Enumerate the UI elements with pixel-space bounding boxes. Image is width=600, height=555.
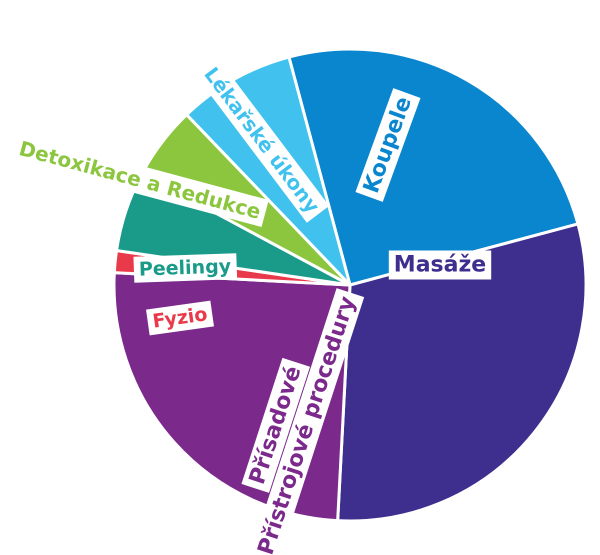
pie-label-fyzio: Fyzio xyxy=(146,300,214,336)
pie-label-box xyxy=(11,132,269,228)
pie-label-box xyxy=(241,357,311,493)
pie-label-peelingy: Peelingy xyxy=(133,253,238,283)
pie-label-box xyxy=(388,250,492,280)
pie-label-text: Masáže xyxy=(394,253,486,278)
pie-label-box xyxy=(194,57,330,223)
pie-label-masaze: Masáže xyxy=(388,250,492,280)
pie-label-text: Peelingy xyxy=(139,255,233,280)
pie-label-box xyxy=(133,253,238,283)
pie-label-box xyxy=(244,288,365,555)
pie-slice-koupele xyxy=(287,47,580,287)
pie-label-box xyxy=(146,300,214,336)
pie-slices xyxy=(112,47,588,523)
pie-label-box xyxy=(355,88,421,202)
pie-slice-masaze xyxy=(336,222,588,523)
